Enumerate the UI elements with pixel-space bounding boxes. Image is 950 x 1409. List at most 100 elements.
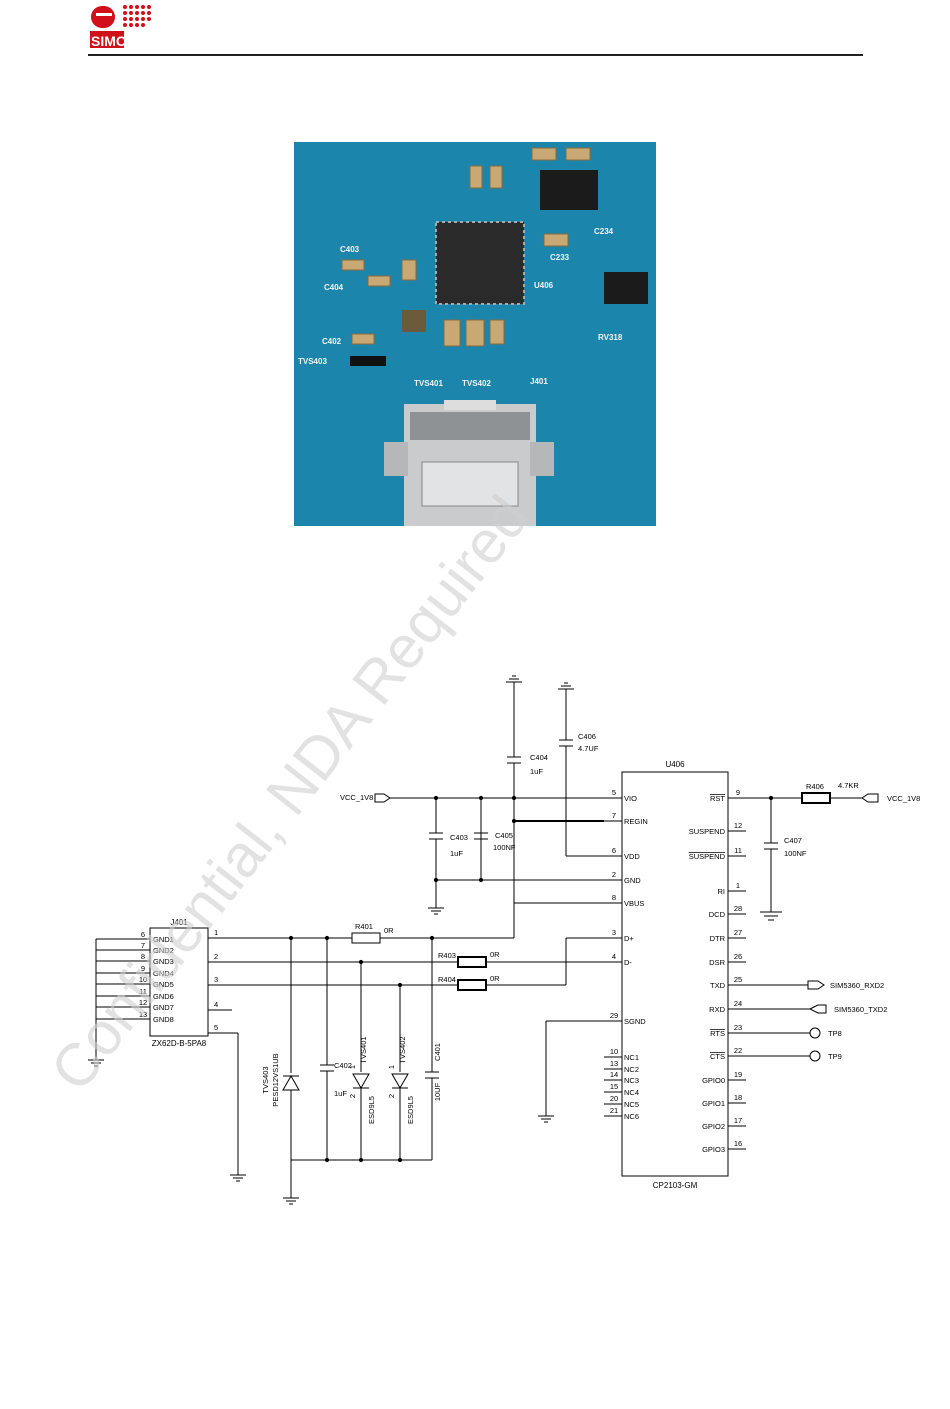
silk-label: RV318: [598, 333, 623, 342]
pin-name: GND1: [153, 935, 174, 944]
pin-number: 4: [214, 1000, 218, 1009]
silk-label: C234: [594, 227, 614, 236]
net-tp9: TP9: [828, 1052, 842, 1061]
pin-number: 6: [141, 930, 145, 939]
pin-number: 2: [612, 870, 616, 879]
pin-name: NC2: [624, 1065, 639, 1074]
pin-number: 28: [734, 904, 742, 913]
pin-number: 13: [139, 1010, 147, 1019]
pin-name: RTS: [710, 1029, 725, 1038]
silk-label: C233: [550, 253, 570, 262]
connector-j401: [149, 927, 209, 1037]
pin-name: SUSPEND: [689, 827, 726, 836]
pin-number: 15: [610, 1082, 618, 1091]
tvs401-pin2: 2: [348, 1094, 357, 1098]
vcc-right-port: [861, 793, 879, 803]
junction-dot: [433, 877, 439, 883]
pcb-photo: C403 C402 C404 TVS403 TVS401 TVS402 J401…: [294, 142, 656, 526]
pin-number: 1: [214, 928, 218, 937]
tvs402-pin1: 1: [387, 1065, 396, 1069]
pin-name: VDD: [624, 852, 640, 861]
chip-part: CP2103-GM: [653, 1181, 698, 1190]
pin-number: 25: [734, 975, 742, 984]
connector-ref: J401: [170, 918, 188, 927]
r403-ref: R403: [438, 951, 456, 960]
tvs402-diode: [391, 1073, 409, 1090]
pin-name: RI: [718, 887, 726, 896]
pin-number: 5: [612, 788, 616, 797]
silk-label: U406: [534, 281, 554, 290]
pin-name: GND7: [153, 1003, 174, 1012]
net-vcc-right: VCC_1V8: [887, 794, 920, 803]
pin-number: 12: [139, 998, 147, 1007]
pin-number: 9: [736, 788, 740, 797]
c404-value: 1uF: [530, 767, 543, 776]
c401-value: 10UF: [433, 1082, 442, 1101]
tp8-testpoint: [809, 1027, 821, 1039]
r406-ref: R406: [806, 782, 824, 791]
pin-number: 21: [610, 1106, 618, 1115]
resistor-r401: [351, 932, 381, 944]
pin-name: SUSPEND: [689, 852, 726, 861]
pin-number: 29: [610, 1011, 618, 1020]
schematic-wires: [88, 675, 879, 1205]
c404-ref: C404: [530, 753, 548, 762]
tvs403-diode: [350, 356, 386, 366]
silk-label: J401: [530, 377, 548, 386]
pin-number: 26: [734, 952, 742, 961]
c405-value: 100NF: [493, 843, 516, 852]
pin-name: RST: [710, 794, 725, 803]
pin-name: DSR: [709, 958, 725, 967]
junction-dot: [511, 818, 517, 824]
pin-number: 22: [734, 1046, 742, 1055]
silk-label: TVS403: [298, 357, 327, 366]
resistor-r404: [457, 979, 487, 991]
tvs401-pin1: 1: [348, 1065, 357, 1069]
pin-name: DTR: [710, 934, 726, 943]
pin-number: 10: [610, 1047, 618, 1056]
silk-label: TVS402: [462, 379, 491, 388]
pin-name: GND4: [153, 969, 174, 978]
net-txd-out: SIM5360_RXD2: [830, 981, 884, 990]
tvs402-pin2: 2: [387, 1094, 396, 1098]
tp9-testpoint: [809, 1050, 821, 1062]
resistor-r406: [801, 792, 831, 804]
pin-name: NC3: [624, 1076, 639, 1085]
tvs403-part: PESD12VS1UB: [271, 1053, 280, 1106]
r403-value: 0R: [490, 950, 500, 959]
sot-component: [540, 170, 598, 210]
junction-dot: [511, 795, 517, 801]
simcom-logo: SIMCom: [88, 3, 160, 51]
pin-number: 4: [612, 952, 616, 961]
pin-name: NC4: [624, 1088, 639, 1097]
pin-number: 13: [610, 1059, 618, 1068]
pin-name: GND5: [153, 980, 174, 989]
pin-name: NC5: [624, 1100, 639, 1109]
tvs401-ref: TVS401: [359, 1036, 368, 1063]
pin-name: TXD: [710, 981, 726, 990]
usb-schematic: U406CP2103-GM5VIO7REGIN6VDD2GND8VBUS3D+4…: [88, 675, 920, 1205]
r401-value: 0R: [384, 926, 394, 935]
pin-number: 12: [734, 821, 742, 830]
junction-dot: [429, 935, 435, 941]
r401-ref: R401: [355, 922, 373, 931]
silk-label: TVS401: [414, 379, 443, 388]
silk-label: C403: [340, 245, 360, 254]
pin-number: 7: [612, 811, 616, 820]
pin-number: 6: [612, 846, 616, 855]
net-rxd-in: SIM5360_TXD2: [834, 1005, 887, 1014]
pin-number: 10: [139, 975, 147, 984]
pin-name: DCD: [709, 910, 726, 919]
pin-number: 24: [734, 999, 742, 1008]
c407-ref: C407: [784, 836, 802, 845]
junction-dot: [358, 1157, 364, 1163]
pin-name: GND8: [153, 1015, 174, 1024]
pin-number: 8: [141, 952, 145, 961]
c406-ref: C406: [578, 732, 596, 741]
tvs403-diode: [282, 1074, 300, 1091]
pin-name: GPIO1: [702, 1099, 725, 1108]
pin-number: 14: [610, 1070, 618, 1079]
r406-value: 4.7KR: [838, 781, 859, 790]
pin-number: 11: [139, 987, 147, 996]
pin-number: 3: [214, 975, 218, 984]
